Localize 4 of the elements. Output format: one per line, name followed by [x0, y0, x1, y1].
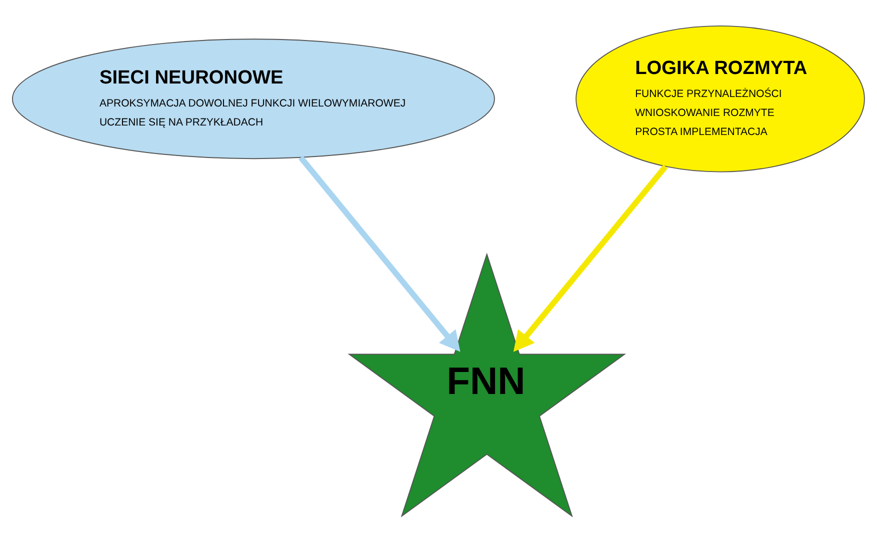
node-ellipse: SIECI NEURONOWE APROKSYMACJA DOWOLNEJ FUNKCJI WIELOWYMIAROWEJ UCZENIE SIĘ NA PRZYKŁADACH	[12, 38, 495, 160]
node-ellipse: LOGIKA ROZMYTA FUNKCJE PRZYNALEŻNOŚCI WNIOSKOWANIE ROZMYTE PROSTA IMPLEMENTACJA	[576, 25, 865, 172]
arrow	[513, 164, 668, 352]
arrow	[298, 156, 460, 352]
